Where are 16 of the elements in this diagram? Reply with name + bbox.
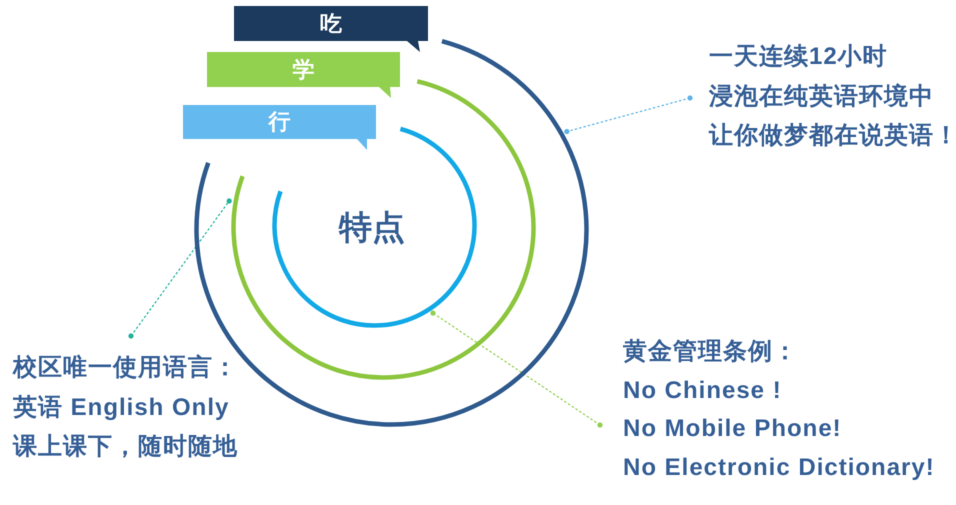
speech-bubble: 吃: [234, 6, 428, 53]
note-text: 课上课下，随时随地: [13, 432, 238, 462]
leader-line: [564, 95, 693, 134]
note-text: 浸泡在纯英语环境中: [709, 82, 934, 112]
note-heading: 黄金管理条例：: [623, 337, 798, 367]
note-text: 英语 English Only: [13, 392, 230, 422]
leader-line: [430, 310, 603, 428]
note-text: No Chinese !: [623, 376, 782, 406]
note-heading: 校区唯一使用语言：: [13, 353, 238, 383]
note-text: No Mobile Phone!: [623, 414, 842, 444]
topic-label: 特点: [339, 208, 405, 248]
leader-line: [128, 198, 232, 339]
note-text: 让你做梦都在说英语！: [709, 121, 956, 151]
note-text: No Electronic Dictionary!: [623, 452, 935, 482]
note-text: 一天连续12小时: [709, 42, 888, 72]
speech-bubble: 行: [183, 105, 376, 151]
